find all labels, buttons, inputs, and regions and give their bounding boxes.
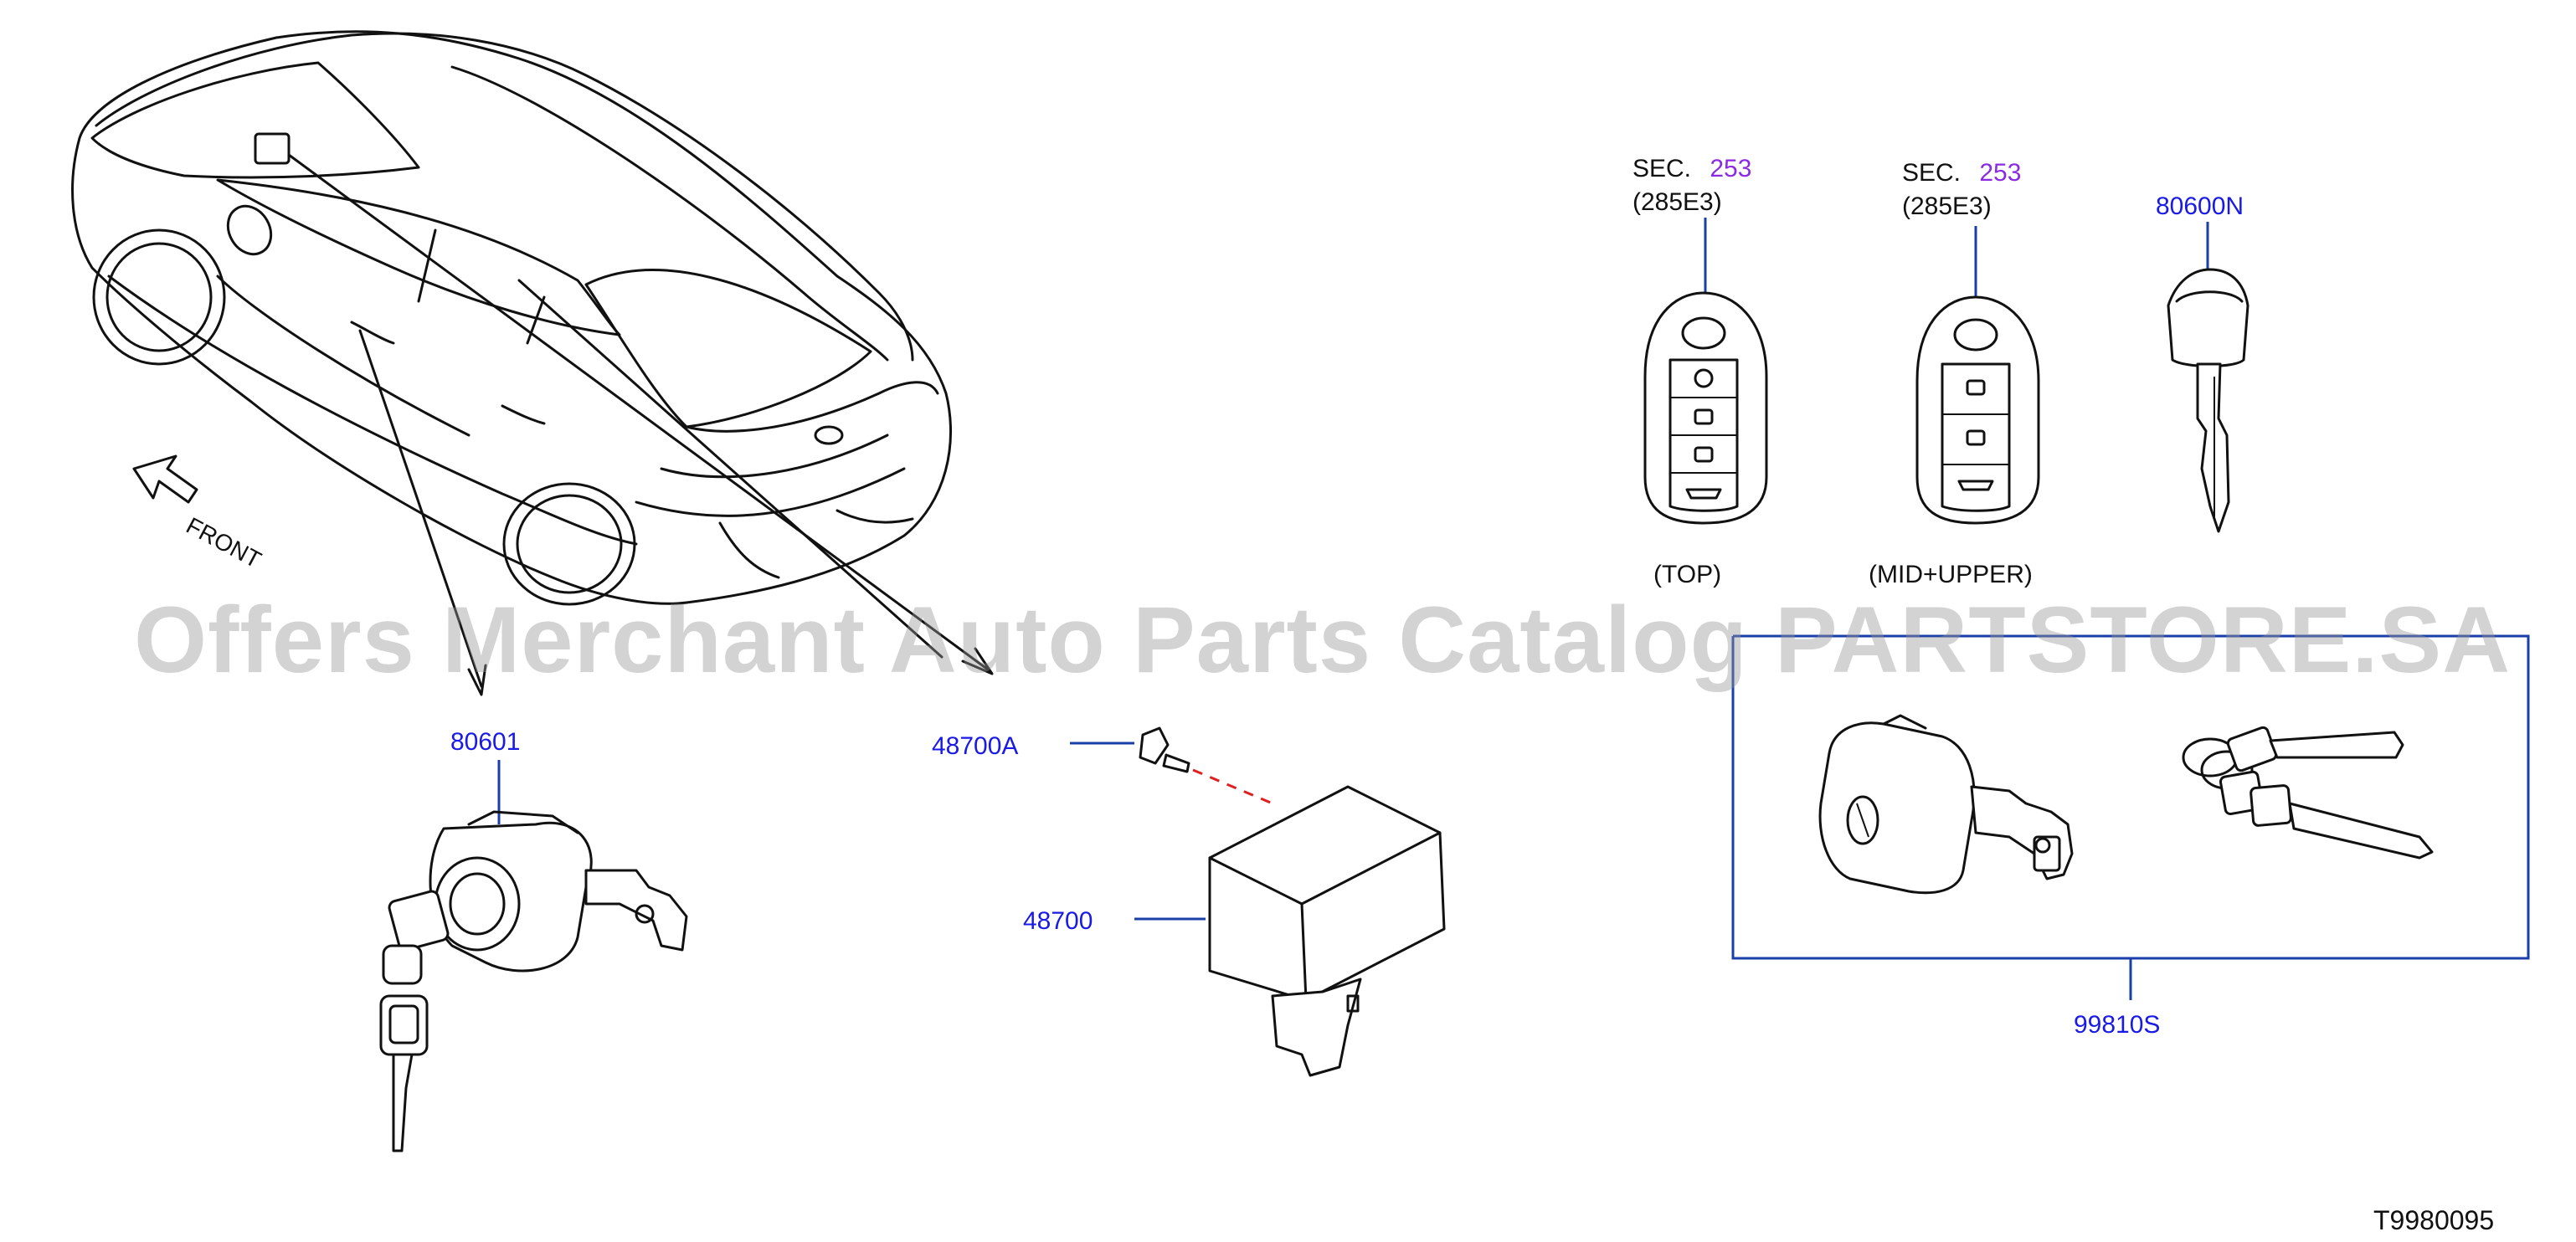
key-fob-mid-upper-drawing [1915,226,2040,525]
sec-ref-top-number[interactable]: 253 [1710,155,1752,182]
sec-ref-mid-upper: SEC. 253 [1902,159,2021,187]
sec-ref-mid-upper-sub: (285E3) [1902,192,1992,220]
part-label-80600N[interactable]: 80600N [2156,192,2244,220]
key-blank-drawing [2167,222,2250,533]
control-unit-drawing [1070,726,1446,1077]
sec-ref-mid-upper-prefix: SEC. [1902,159,1962,187]
watermark: Offers Merchant Auto Parts Catalog PARTS… [134,588,2512,692]
part-label-48700A[interactable]: 48700A [932,732,1019,760]
sec-ref-top-prefix: SEC. [1632,155,1692,182]
door-lock-cylinder-drawing [379,760,688,1152]
part-label-48700[interactable]: 48700 [1023,907,1093,935]
caption-mid-upper: (MID+UPPER) [1869,561,2033,588]
part-label-99810S[interactable]: 99810S [2074,1011,2161,1039]
part-label-80601[interactable]: 80601 [450,728,521,756]
key-fob-top-drawing [1643,218,1768,525]
drawing-code: T9980095 [2373,1205,2495,1235]
sec-ref-top: SEC. 253 [1632,155,1751,183]
caption-top: (TOP) [1653,561,1722,588]
front-direction-arrow [132,454,198,504]
car-illustration [71,30,994,696]
sec-ref-top-sub: (285E3) [1632,188,1722,216]
sec-ref-mid-upper-number[interactable]: 253 [1979,159,2022,187]
key-set-drawing [1731,634,2530,1000]
